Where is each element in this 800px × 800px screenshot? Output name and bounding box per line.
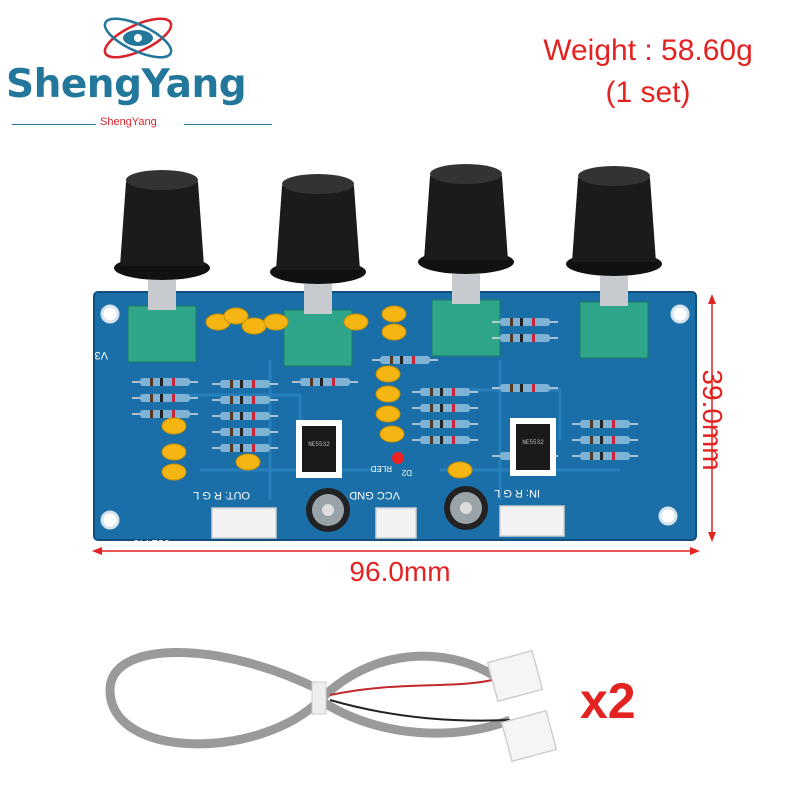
ceramic-capacitor [161, 443, 187, 461]
ceramic-capacitor [235, 453, 261, 471]
resistor [212, 396, 278, 404]
resistor [212, 428, 278, 436]
ceramic-capacitor [263, 313, 289, 331]
d2-label: D2 [401, 468, 412, 477]
board-serial-label: 082446 [133, 537, 170, 549]
ic-chip-left: NE5532 [296, 420, 342, 478]
led-label: RLED [370, 464, 392, 473]
resistor [572, 436, 638, 444]
resistor [132, 410, 198, 418]
ceramic-capacitor [375, 405, 401, 423]
resistor [492, 384, 558, 392]
in-label: IN: R G L [494, 487, 540, 499]
set-line: (1 set) [605, 76, 691, 109]
cable-assembly [105, 648, 558, 763]
quantity-label: x2 [580, 673, 636, 729]
resistor [132, 378, 198, 386]
potentiometer-group [114, 164, 662, 367]
height-dimension-arrow [708, 294, 716, 542]
potentiometer-knob [418, 164, 514, 357]
resistor [492, 334, 558, 342]
red-led [392, 452, 404, 464]
resistor [492, 318, 558, 326]
resistor [292, 378, 358, 386]
board-version-label: V3 [95, 349, 108, 361]
resistor [412, 420, 478, 428]
resistor [572, 452, 638, 460]
potentiometer-knob [566, 166, 662, 359]
resistor [412, 404, 478, 412]
ceramic-capacitor [161, 417, 187, 435]
connector [211, 505, 565, 539]
width-dimension-arrow [92, 547, 700, 555]
svg-text:NE5532: NE5532 [308, 441, 330, 448]
brand-tagline: ShengYang [100, 116, 157, 128]
ceramic-capacitor [447, 461, 473, 479]
weight-spec: Weight : 58.60g (1 set) [500, 30, 796, 114]
ceramic-capacitor [223, 307, 249, 325]
resistor [572, 420, 638, 428]
capacitor-group [161, 305, 473, 481]
potentiometer-knob [270, 174, 366, 367]
mounting-hole [100, 304, 690, 530]
ceramic-capacitor [381, 323, 407, 341]
ceramic-capacitor [161, 463, 187, 481]
weight-line: Weight : 58.60g [543, 34, 753, 67]
out-label: OUT: R G L [193, 489, 250, 501]
ceramic-capacitor [241, 317, 267, 335]
resistor-group [132, 318, 638, 460]
resistor [132, 394, 198, 402]
logo-divider [184, 124, 272, 125]
width-dimension-label: 96.0mm [349, 556, 451, 587]
resistor [212, 444, 278, 452]
svg-text:NE5532: NE5532 [522, 439, 544, 446]
resistor [212, 380, 278, 388]
resistor [412, 436, 478, 444]
logo-eye-icon [103, 17, 173, 59]
ic-chip-right: NE5532 [510, 418, 556, 476]
resistor [372, 356, 438, 364]
ceramic-capacitor [375, 385, 401, 403]
cable-connector [486, 649, 558, 763]
ceramic-capacitor [381, 305, 407, 323]
ceramic-capacitor [343, 313, 369, 331]
logo-divider [12, 124, 96, 125]
power-label: VCC GND [349, 489, 400, 501]
ceramic-capacitor [375, 365, 401, 383]
brand-logo-text: ShengYang [6, 62, 247, 107]
height-dimension-label: 39.0mm [697, 369, 728, 471]
resistor [212, 412, 278, 420]
ceramic-capacitor [379, 425, 405, 443]
potentiometer-knob [114, 170, 210, 363]
electrolytic-capacitor [306, 486, 488, 532]
resistor [412, 388, 478, 396]
